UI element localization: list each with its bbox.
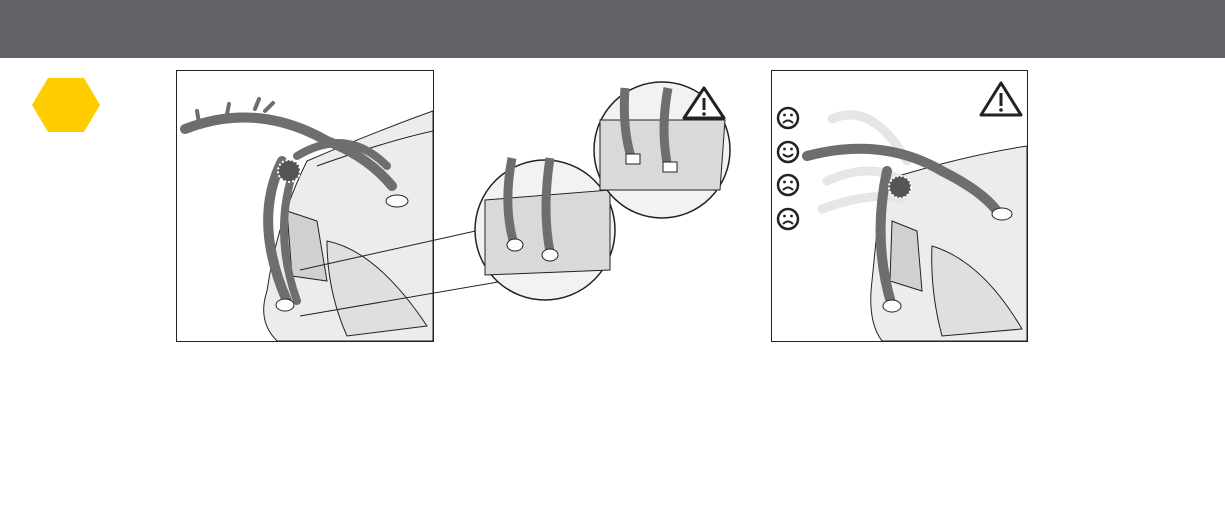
figure-arm-angle [771, 70, 1028, 342]
sad-face-icon [778, 175, 798, 195]
adjust-knob [889, 176, 911, 198]
sad-face-icon [778, 209, 798, 229]
warning-triangle-icon [981, 83, 1021, 115]
sad-face-icon [778, 108, 798, 128]
step-number-badge [30, 76, 102, 134]
rear-window [890, 221, 922, 291]
hexagon-icon [32, 78, 100, 132]
detail-callouts [280, 80, 750, 340]
happy-face-icon [778, 142, 798, 162]
magnifier-warning-detail [594, 82, 730, 218]
magnifier-lower-straps [475, 158, 615, 300]
foot-pad-bottom [883, 300, 901, 312]
foot-pad-top [992, 208, 1012, 220]
header-bar [0, 0, 1225, 58]
